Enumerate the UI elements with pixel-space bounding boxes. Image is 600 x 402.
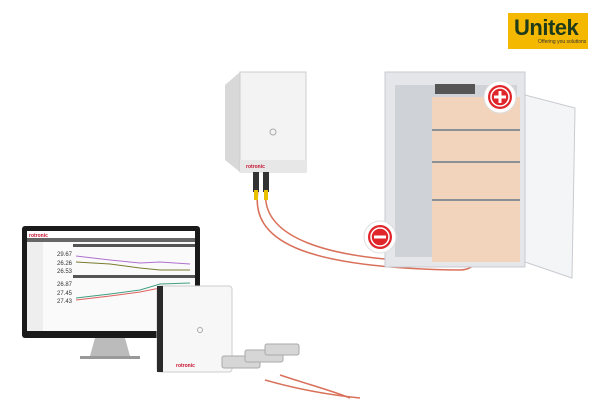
svg-text:rotronic: rotronic — [29, 233, 48, 239]
plus-icon — [483, 80, 517, 114]
reading-6: 27.43 — [57, 299, 73, 305]
monitoring-software-screen: 29.67 26.26 26.53 26.87 27.45 27.43 — [27, 231, 195, 331]
monitor: rotronic — [22, 226, 200, 359]
logo-tagline: Offering you solutions — [538, 39, 587, 45]
logo-brand: Unitek — [514, 15, 579, 40]
sensor-probes — [221, 343, 300, 369]
minus-icon — [363, 220, 397, 254]
unitek-logo: Unitek Offering you solutions — [508, 13, 588, 49]
desktop-data-logger: rotronic — [156, 285, 233, 373]
reading-4: 26.87 — [57, 282, 73, 288]
svg-text:rotronic: rotronic — [246, 164, 265, 170]
incubator — [384, 71, 576, 279]
reading-3: 26.53 — [57, 269, 73, 275]
svg-text:rotronic: rotronic — [176, 363, 195, 369]
reading-2: 26.26 — [57, 261, 73, 267]
wall-data-logger: rotronic — [225, 71, 307, 200]
reading-1: 29.67 — [57, 252, 73, 258]
reading-5: 27.45 — [57, 291, 73, 297]
